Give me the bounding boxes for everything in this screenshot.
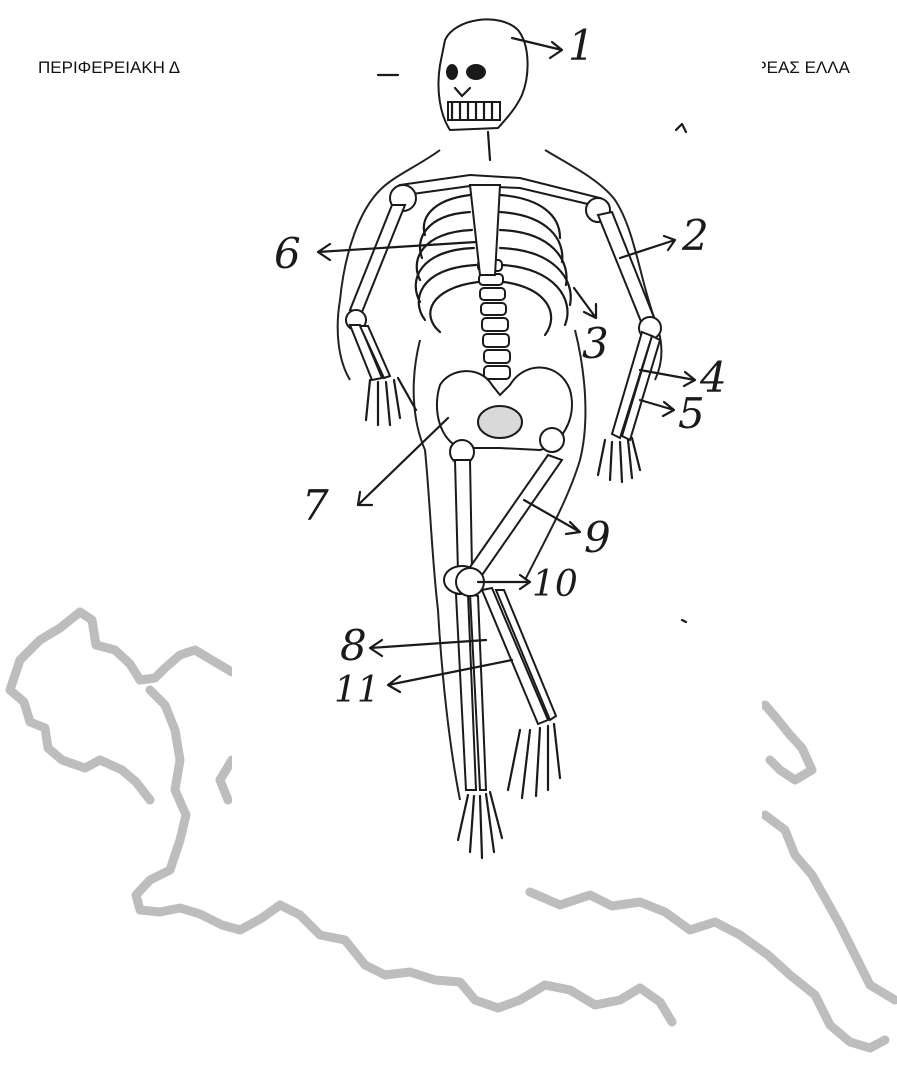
label-8: 8 [340, 621, 367, 670]
label-7: 7 [302, 481, 329, 530]
left-arm-bones [346, 185, 416, 425]
skull [438, 19, 527, 130]
label-5: 5 [678, 389, 705, 438]
label-11: 11 [334, 670, 380, 711]
pelvis [437, 368, 572, 464]
label-6: 6 [274, 229, 301, 278]
left-leg-bones [444, 460, 502, 858]
label-2: 2 [681, 211, 709, 260]
label-1: 1 [568, 21, 595, 70]
label-9: 9 [584, 513, 611, 562]
label-3: 3 [582, 319, 609, 368]
label-10: 10 [532, 564, 578, 605]
